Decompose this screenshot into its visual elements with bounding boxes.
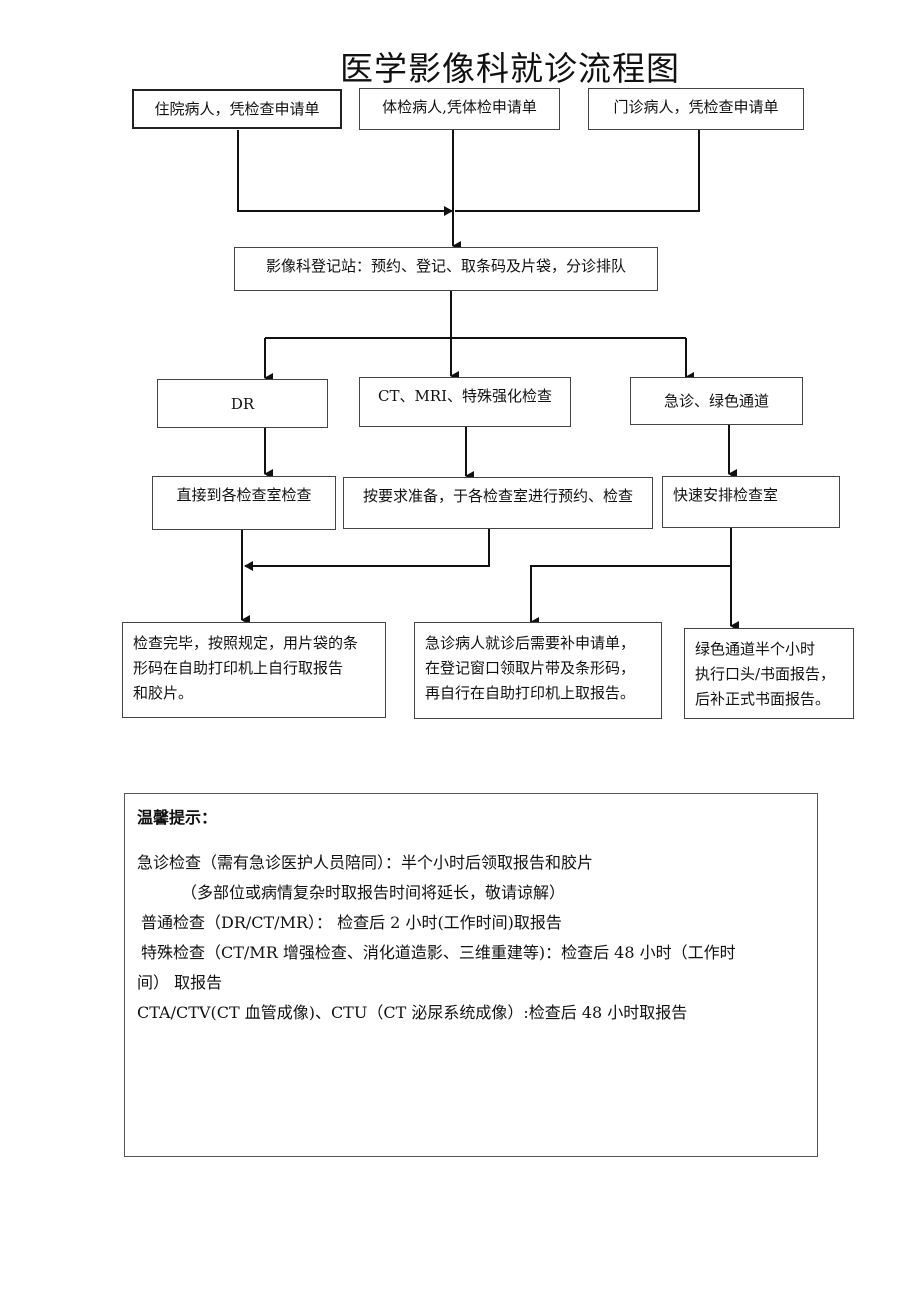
emergency-label: 急诊、绿色通道 bbox=[663, 392, 769, 410]
tips-line: （多部位或病情复杂时取报告时间将延长，敬请谅解） bbox=[181, 883, 566, 902]
ct-mri-label: CT、MRI、特殊强化检查 bbox=[377, 387, 553, 405]
tips-line: 间） 取报告 bbox=[137, 973, 223, 992]
tips-line: CTA/CTV(CT 血管成像)、CTU（CT 泌尿系统成像）:检查后 48 小… bbox=[137, 1003, 688, 1022]
inpatient-source-label: 住院病人，凭检查申请单 bbox=[154, 100, 320, 118]
ct-mri-box: CT、MRI、特殊强化检查 bbox=[359, 377, 571, 427]
emergency-outcome-line: 再自行在自助打印机上取报告。 bbox=[425, 684, 636, 702]
emergency-box: 急诊、绿色通道 bbox=[630, 377, 803, 425]
tips-line: 特殊检查（CT/MR 增强检查、消化道造影、三维重建等)：检查后 48 小时（工… bbox=[141, 943, 736, 962]
green-channel-outcome-line: 执行口头/书面报告， bbox=[695, 665, 836, 683]
dr-step-label: 直接到各检查室检查 bbox=[176, 486, 312, 504]
registration-box: 影像科登记站：预约、登记、取条码及片袋，分诊排队 bbox=[234, 247, 658, 291]
tips-line: 普通检查（DR/CT/MR）： 检查后 2 小时(工作时间)取报告 bbox=[141, 913, 562, 932]
emergency-outcome-line: 在登记窗口领取片带及条形码， bbox=[425, 659, 636, 677]
inpatient-source-box: 住院病人，凭检查申请单 bbox=[132, 89, 342, 129]
dr-step-box: 直接到各检查室检查 bbox=[152, 476, 336, 530]
ct-mri-step-box: 按要求准备，于各检查室进行预约、检查 bbox=[343, 477, 653, 529]
physical-exam-source-box: 体检病人,凭体检申请单 bbox=[359, 88, 560, 130]
dr-box: DR bbox=[157, 379, 328, 428]
emergency-outcome-line: 急诊病人就诊后需要补申请单， bbox=[425, 634, 636, 652]
tips-line: 急诊检查（需有急诊医护人员陪同）：半个小时后领取报告和胶片 bbox=[137, 853, 594, 872]
dr-label: DR bbox=[230, 394, 255, 413]
ct-mri-step-label: 按要求准备，于各检查室进行预约、检查 bbox=[362, 487, 633, 505]
outpatient-source-box: 门诊病人，凭检查申请单 bbox=[588, 88, 804, 130]
normal-outcome-box: 检查完毕，按照规定，用片袋的条 形码在自助打印机上自行取报告 和胶片。 bbox=[122, 622, 386, 718]
physical-exam-source-label: 体检病人,凭体检申请单 bbox=[382, 98, 537, 116]
green-channel-outcome-line: 后补正式书面报告。 bbox=[695, 690, 831, 708]
registration-label: 影像科登记站：预约、登记、取条码及片袋，分诊排队 bbox=[265, 257, 626, 275]
tips-title: 温馨提示： bbox=[137, 808, 218, 827]
tips-panel: 温馨提示： 急诊检查（需有急诊医护人员陪同）：半个小时后领取报告和胶片 （多部位… bbox=[124, 793, 818, 1157]
normal-outcome-line: 形码在自助打印机上自行取报告 bbox=[133, 659, 344, 677]
green-channel-outcome-box: 绿色通道半个小时 执行口头/书面报告， 后补正式书面报告。 bbox=[684, 628, 854, 719]
page-title: 医学影像科就诊流程图 bbox=[340, 49, 680, 88]
emergency-step-label: 快速安排检查室 bbox=[673, 486, 779, 504]
normal-outcome-line: 检查完毕，按照规定，用片袋的条 bbox=[133, 634, 359, 652]
outpatient-source-label: 门诊病人，凭检查申请单 bbox=[613, 98, 779, 116]
emergency-step-box: 快速安排检查室 bbox=[662, 476, 840, 528]
green-channel-outcome-line: 绿色通道半个小时 bbox=[695, 640, 816, 658]
normal-outcome-line: 和胶片。 bbox=[133, 684, 194, 702]
emergency-outcome-box: 急诊病人就诊后需要补申请单， 在登记窗口领取片带及条形码， 再自行在自助打印机上… bbox=[414, 622, 662, 719]
